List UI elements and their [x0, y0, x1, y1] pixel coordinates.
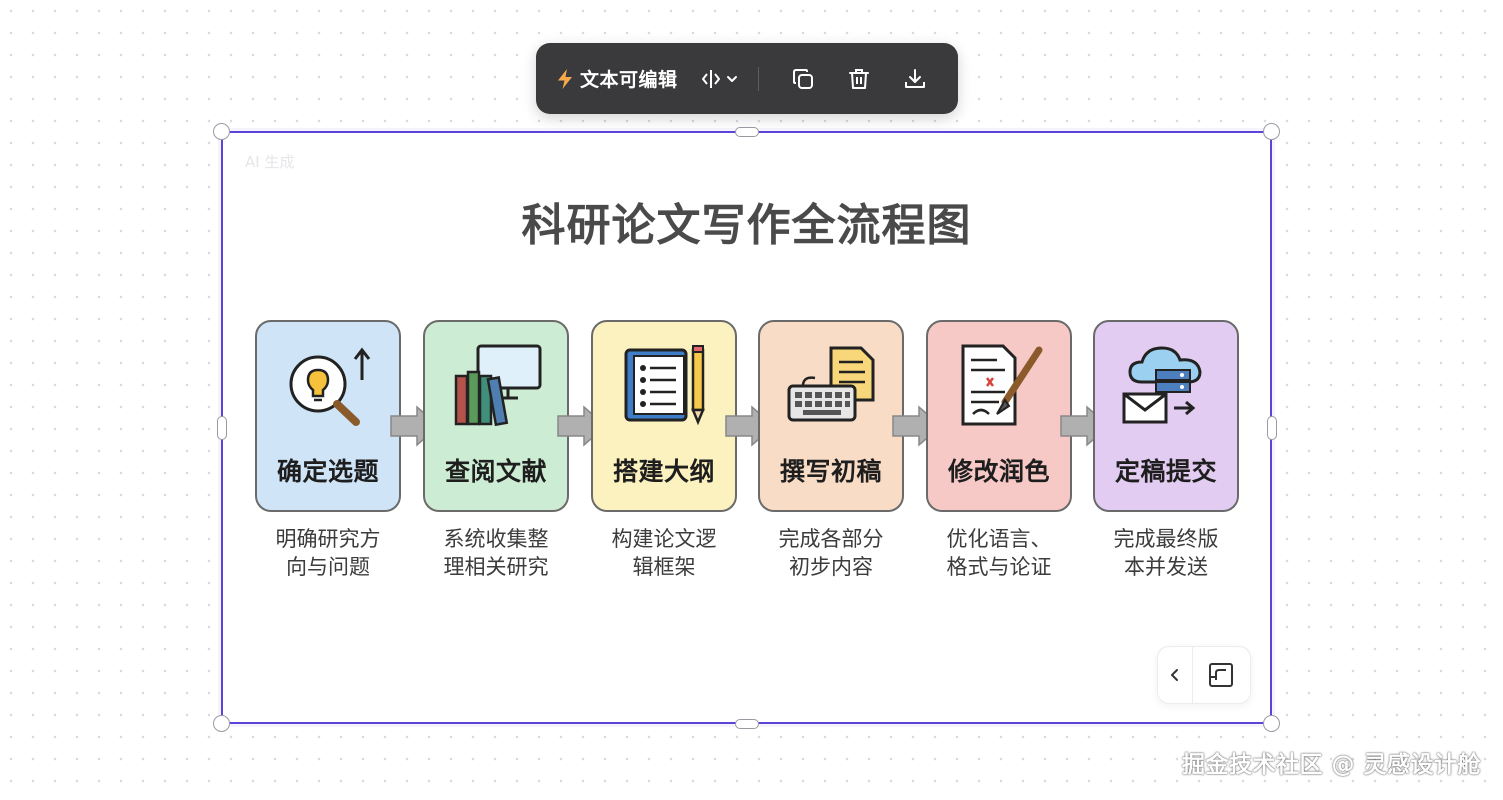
step-title: 查阅文献: [444, 457, 547, 486]
cloud-server-mail-icon: [1122, 346, 1202, 424]
resize-handle-right[interactable]: [1267, 416, 1277, 440]
watermark: 掘金技术社区 @ 灵感设计舱: [1181, 752, 1481, 778]
step-title: 修改润色: [947, 457, 1050, 486]
copy-button[interactable]: [783, 59, 823, 99]
image-controls: [1157, 646, 1251, 704]
step-card-submit: 定稿提交: [1093, 320, 1239, 512]
step-description: 构建论文逻 辑框架: [611, 527, 717, 579]
books-monitor-icon: [454, 344, 542, 427]
previous-button[interactable]: [1158, 647, 1193, 703]
selected-image-card[interactable]: AI 生成 科研论文写作全流程图 确定选题 查阅文献: [221, 131, 1272, 724]
keyboard-document-icon: [787, 346, 875, 422]
step-description: 优化语言、 格式与论证: [946, 527, 1052, 579]
scroll-list-pencil-icon: [624, 345, 705, 426]
resize-handle-top-left[interactable]: [213, 123, 230, 140]
mirror-icon: [701, 69, 720, 88]
resize-handle-top-right[interactable]: [1263, 123, 1280, 140]
step-card-revise: 修改润色: [926, 320, 1072, 512]
step-description: 完成各部分 初步内容: [778, 527, 884, 579]
step-card-topic: 确定选题: [255, 320, 401, 512]
chevron-left-icon: [1170, 669, 1178, 681]
lightbulb-magnifier-icon: [289, 347, 371, 426]
step-title: 确定选题: [276, 457, 379, 486]
step-description: 完成最终版 本并发送: [1113, 527, 1219, 579]
step-card-draft: 撰写初稿: [758, 320, 904, 512]
resize-handle-top[interactable]: [735, 127, 759, 137]
flowchart-title: 科研论文写作全流程图: [521, 200, 972, 251]
resize-handle-bottom-left[interactable]: [213, 715, 230, 732]
lightning-icon: [558, 68, 572, 89]
floating-toolbar: 文本可编辑: [536, 43, 958, 114]
chevron-down-icon: [726, 75, 737, 82]
resize-handle-left[interactable]: [217, 416, 227, 440]
step-title: 撰写初稿: [779, 457, 882, 486]
download-button[interactable]: [895, 59, 935, 99]
download-icon: [904, 68, 925, 88]
document-brush-icon: [961, 344, 1043, 426]
text-editable-label: 文本可编辑: [580, 69, 678, 91]
trash-icon: [848, 68, 869, 89]
toolbar-divider: [757, 66, 759, 91]
resize-handle-bottom-right[interactable]: [1263, 715, 1280, 732]
step-description: 系统收集整 理相关研究: [443, 527, 549, 579]
resize-handle-bottom[interactable]: [735, 719, 759, 729]
step-card-literature: 查阅文献: [423, 320, 569, 512]
step-title: 搭建大纲: [612, 457, 715, 486]
ai-generated-badge: AI 生成: [245, 153, 295, 171]
copy-icon: [792, 68, 813, 89]
expand-button[interactable]: [1193, 647, 1250, 703]
expand-icon: [1209, 663, 1234, 687]
step-card-outline: 搭建大纲: [591, 320, 737, 512]
step-title: 定稿提交: [1114, 457, 1217, 486]
mirror-dropdown[interactable]: [700, 68, 738, 90]
step-description: 明确研究方 向与问题: [275, 527, 381, 579]
text-editable-button[interactable]: 文本可编辑: [556, 65, 678, 92]
delete-button[interactable]: [839, 59, 879, 99]
